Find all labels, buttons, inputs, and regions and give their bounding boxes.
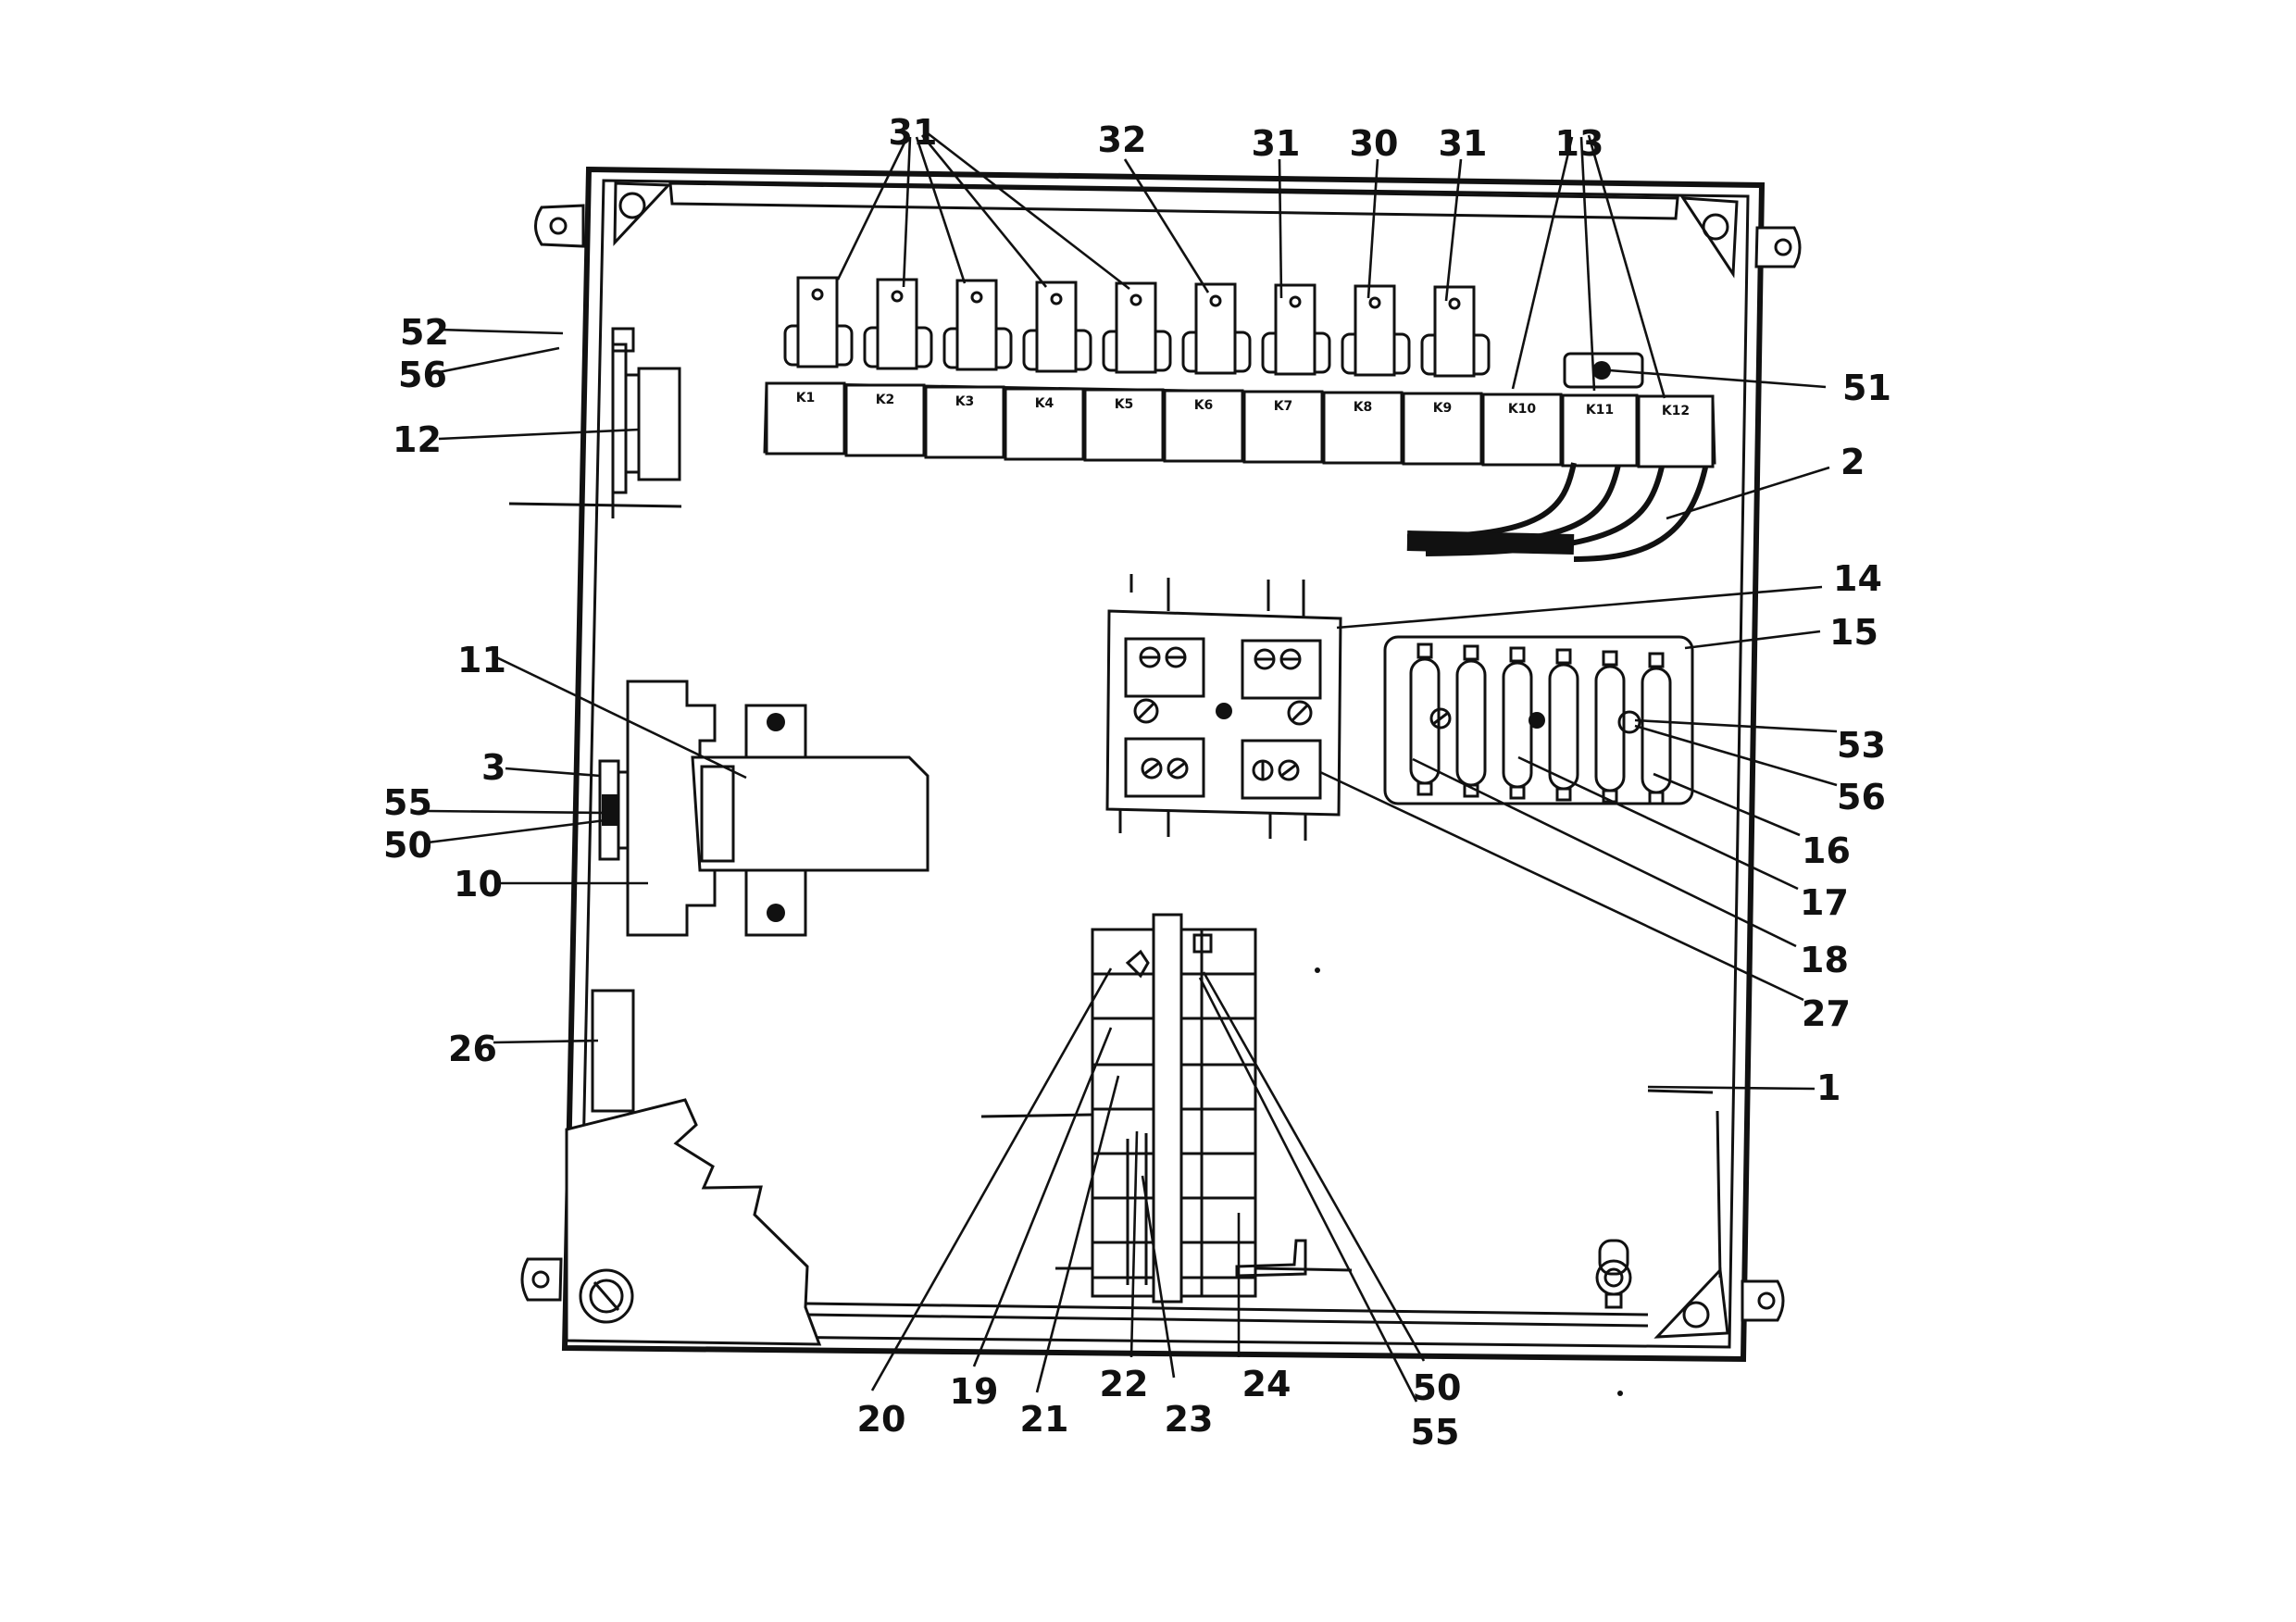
callout-26: 26	[448, 1029, 497, 1069]
callout-2: 2	[1841, 442, 1865, 482]
callout-50-left: 50	[383, 825, 432, 866]
relay-label: K5	[1115, 397, 1134, 412]
fuse-holder	[1261, 283, 1331, 376]
relay-label: K1	[796, 391, 816, 406]
callout-31-right: 31	[1439, 123, 1488, 164]
callout-18: 18	[1800, 940, 1849, 980]
relay-label: K8	[1354, 400, 1373, 415]
callout-31-mid: 31	[1252, 123, 1301, 164]
callout-31-left: 31	[889, 112, 938, 153]
fuse-holder	[1181, 282, 1252, 375]
callout-56-right: 56	[1837, 777, 1886, 817]
relay-label: K9	[1433, 401, 1453, 416]
relay-k2: K2	[844, 383, 926, 457]
callout-53: 53	[1837, 725, 1886, 766]
relay-k9: K9	[1402, 392, 1483, 466]
fuse	[1594, 650, 1626, 804]
callout-50-bottom: 50	[1413, 1367, 1462, 1408]
relay-label: K3	[955, 394, 975, 409]
relay-row: K1 K2 K3 K4 K5 K6 K7 K8	[763, 352, 1716, 468]
relay-k11: K11	[1561, 393, 1639, 468]
contactor	[626, 680, 930, 937]
callout-51: 51	[1842, 368, 1891, 408]
callout-32: 32	[1098, 119, 1147, 160]
callout-24: 24	[1242, 1364, 1292, 1404]
relay-label: K10	[1508, 402, 1537, 417]
callout-30: 30	[1350, 123, 1399, 164]
callout-3: 3	[481, 747, 505, 788]
cutaway-corner	[565, 1098, 822, 1346]
relay-k8: K8	[1322, 391, 1404, 465]
callout-23: 23	[1165, 1399, 1214, 1440]
relay-k10: K10	[1481, 393, 1563, 467]
relay-label: K2	[876, 393, 895, 407]
earth-stud	[1595, 1239, 1632, 1309]
relay-k4: K4	[1004, 387, 1085, 461]
fuse-holder	[1022, 281, 1092, 373]
callout-11: 11	[457, 640, 506, 680]
fuse-holder	[1341, 284, 1411, 377]
terminal-block	[1105, 574, 1342, 841]
relay-label: K11	[1586, 403, 1614, 418]
relay-k6: K6	[1163, 389, 1244, 463]
left-connector-12	[508, 327, 682, 518]
relay-label: K4	[1035, 396, 1054, 411]
callout-19: 19	[950, 1371, 999, 1412]
screw-51	[1592, 361, 1611, 380]
callout-20: 20	[857, 1399, 906, 1440]
callout-10: 10	[454, 864, 503, 905]
callout-55-left: 55	[383, 782, 432, 823]
relay-k12: K12	[1637, 394, 1715, 468]
relay-k1: K1	[765, 381, 846, 455]
callout-17: 17	[1800, 882, 1849, 923]
fuse	[1548, 648, 1579, 802]
fuse-block	[1383, 635, 1694, 805]
relay-k5: K5	[1083, 388, 1165, 462]
callouts: 31 32 31 30 31 13 52 56 12 51 2 14 15 11…	[383, 112, 1891, 1453]
relay-k7: K7	[1242, 390, 1324, 464]
relay-label: K6	[1194, 398, 1214, 413]
left-terminal-3	[598, 759, 637, 861]
callout-13: 13	[1555, 123, 1604, 164]
relay-label: K12	[1662, 404, 1690, 418]
fuse-holders	[783, 276, 1491, 378]
enclosure	[561, 166, 1766, 1363]
fuse	[1455, 644, 1487, 798]
callout-27: 27	[1802, 993, 1851, 1034]
terminal-strip	[980, 913, 1353, 1304]
callout-52: 52	[400, 312, 449, 353]
fuse-holder	[1102, 281, 1172, 374]
fuse-holder	[783, 276, 854, 368]
callout-56-top: 56	[398, 355, 447, 395]
left-block-26	[591, 989, 635, 1113]
fuse-holder	[863, 278, 933, 370]
cable-harness	[1406, 462, 1708, 562]
callout-12: 12	[393, 419, 442, 460]
relay-label: K7	[1274, 399, 1293, 414]
leader-lines	[427, 131, 1838, 1403]
fuse-holder	[1420, 285, 1491, 378]
callout-21: 21	[1020, 1399, 1069, 1440]
callout-16: 16	[1802, 830, 1851, 871]
mounting-ears	[520, 192, 1802, 1329]
fuse	[1641, 652, 1672, 805]
callout-22: 22	[1100, 1364, 1149, 1404]
callout-15: 15	[1829, 612, 1878, 653]
callout-1: 1	[1816, 1067, 1841, 1108]
relay-k3: K3	[924, 385, 1005, 459]
fuse-holder	[942, 279, 1013, 371]
callout-14: 14	[1833, 558, 1882, 599]
callout-55-bottom: 55	[1411, 1412, 1460, 1453]
